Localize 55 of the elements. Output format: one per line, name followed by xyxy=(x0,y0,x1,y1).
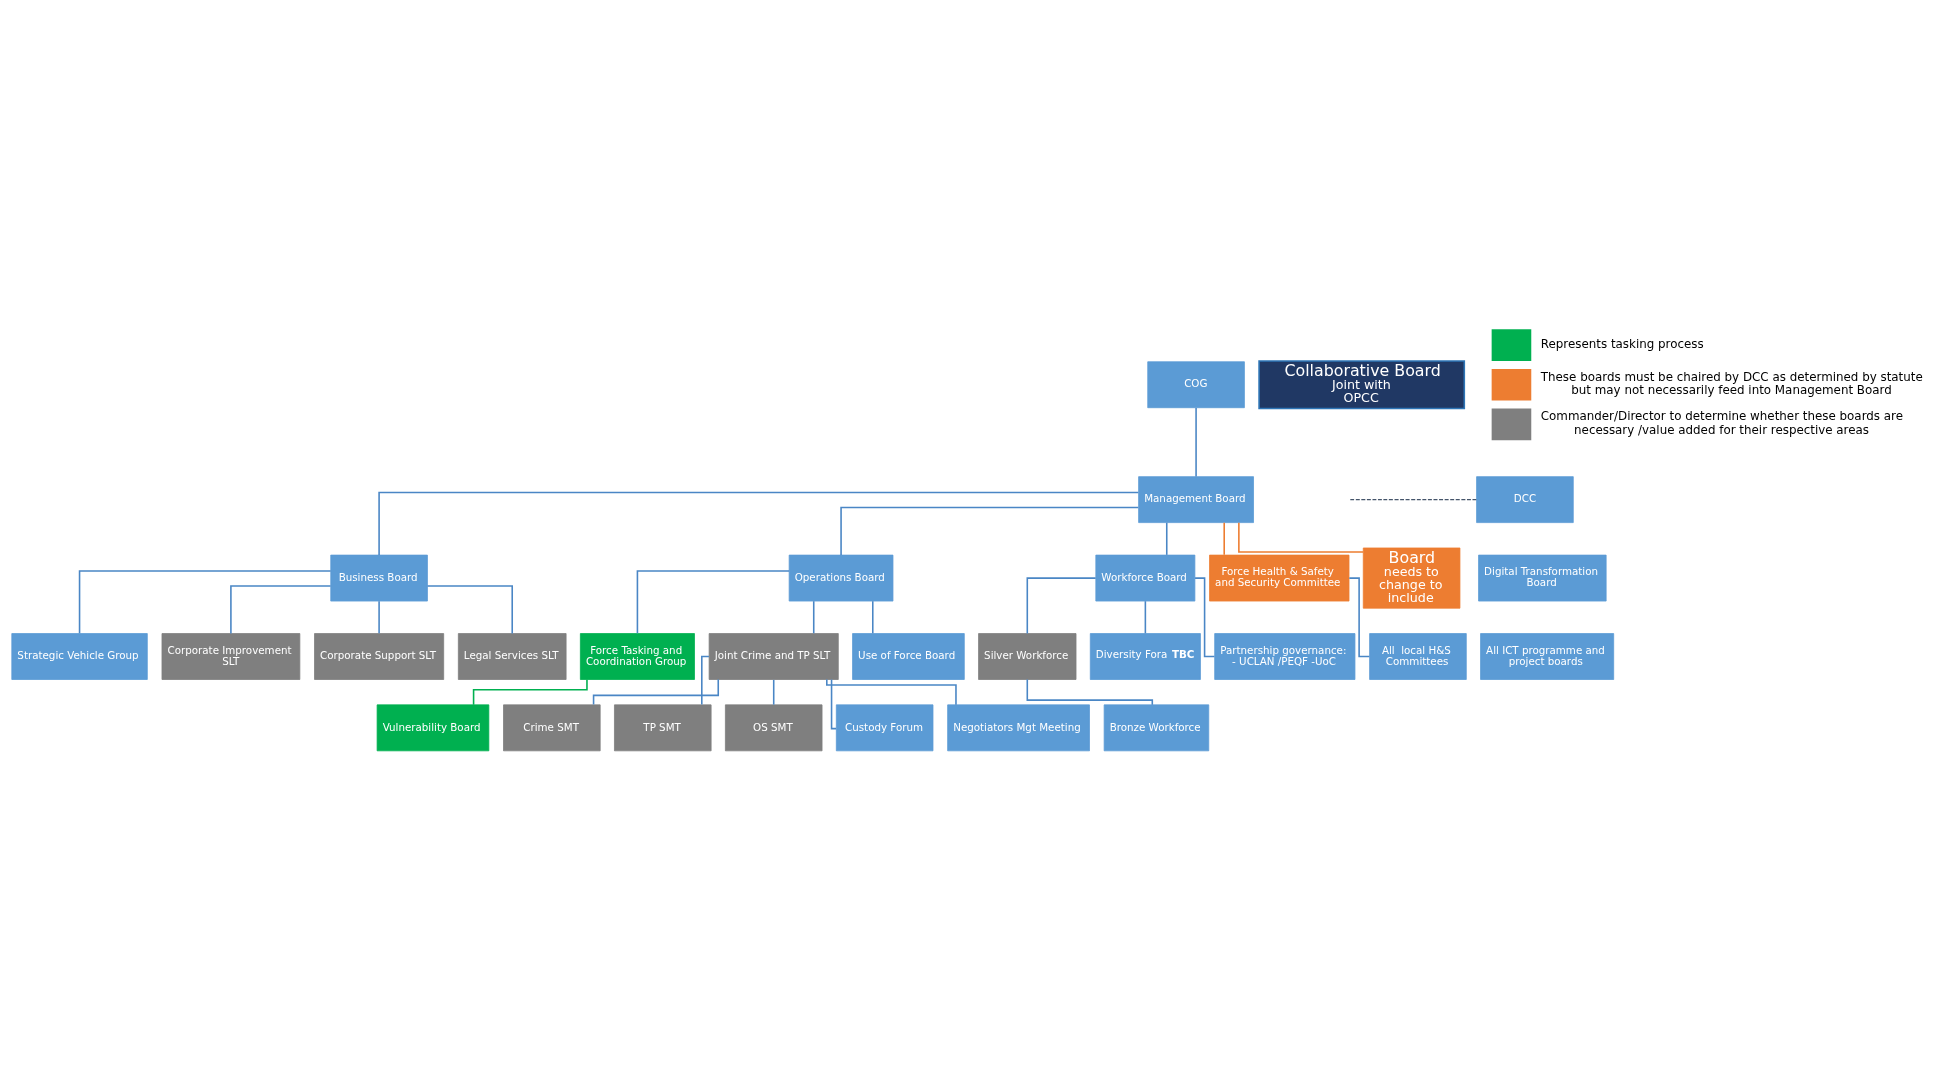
node-box: Partnership governance: - UCLAN /PEQF -UoC xyxy=(1214,633,1356,680)
node-box: Management Board xyxy=(1138,476,1254,523)
node-box: Collaborative Board Joint with OPCC xyxy=(1258,360,1466,410)
node-box: Operations Board xyxy=(788,554,894,602)
node-box: OS SMT xyxy=(725,704,823,752)
connector xyxy=(230,585,332,635)
connector xyxy=(1348,577,1371,658)
node-box: Negotiators Mgt Meeting xyxy=(947,704,1090,752)
connector xyxy=(1144,600,1147,635)
node-box: Custody Forum xyxy=(835,704,934,752)
connector xyxy=(378,491,1140,556)
connector xyxy=(1165,521,1168,556)
node-box: All local H&S Committees xyxy=(1369,633,1467,680)
connector xyxy=(1194,577,1216,658)
connector xyxy=(872,600,874,635)
node-box: Board needs to change to include xyxy=(1362,547,1461,609)
legend-label: Commander/Director to determine whether these boards are necessary /value added for their respective areas xyxy=(1540,409,1904,437)
connector xyxy=(78,570,332,635)
node-box: Corporate Improvement SLT xyxy=(161,633,301,680)
node-box: DCC xyxy=(1476,476,1574,523)
node-box: Silver Workforce xyxy=(978,633,1077,680)
node-box: Joint Crime and TP SLT xyxy=(708,633,839,680)
connector xyxy=(1026,577,1097,635)
connector xyxy=(636,570,790,635)
node-box: Crime SMT xyxy=(503,704,601,752)
node-box: COG xyxy=(1147,361,1245,409)
node-box: Diversity Fora TBC xyxy=(1089,633,1201,680)
node-box: Business Board xyxy=(330,554,428,602)
connector xyxy=(378,600,380,635)
legend-label: These boards must be chaired by DCC as determined by statute but may not necessarily feed into Management Board xyxy=(1540,369,1923,398)
connector xyxy=(1223,521,1225,556)
node-box: Bronze Workforce xyxy=(1103,704,1210,752)
connector xyxy=(1195,407,1197,478)
connector xyxy=(1238,521,1365,553)
connector xyxy=(592,678,720,706)
node-box: Workforce Board xyxy=(1095,554,1196,602)
connector xyxy=(812,600,815,635)
node-box: Digital Transformation Board xyxy=(1478,554,1607,602)
node-box: Use of Force Board xyxy=(852,633,965,680)
node-box: Legal Services SLT xyxy=(457,633,567,680)
connector xyxy=(830,678,837,730)
node-box: Vulnerability Board xyxy=(376,704,490,752)
node-box: Strategic Vehicle Group xyxy=(11,633,148,680)
connector xyxy=(701,655,710,706)
legend-label: Represents tasking process xyxy=(1540,336,1704,351)
connector xyxy=(840,506,1140,556)
node-box: Force Tasking and Coordination Group xyxy=(579,633,695,680)
connector xyxy=(426,585,513,635)
node-box: All ICT programme and project boards xyxy=(1480,633,1615,680)
connector xyxy=(472,678,588,706)
node-box: TP SMT xyxy=(614,704,712,752)
node-box: Force Health & Safety and Security Committee xyxy=(1209,554,1350,602)
connector xyxy=(772,679,775,706)
connector xyxy=(826,678,957,706)
node-box: Corporate Support SLT xyxy=(314,633,445,680)
